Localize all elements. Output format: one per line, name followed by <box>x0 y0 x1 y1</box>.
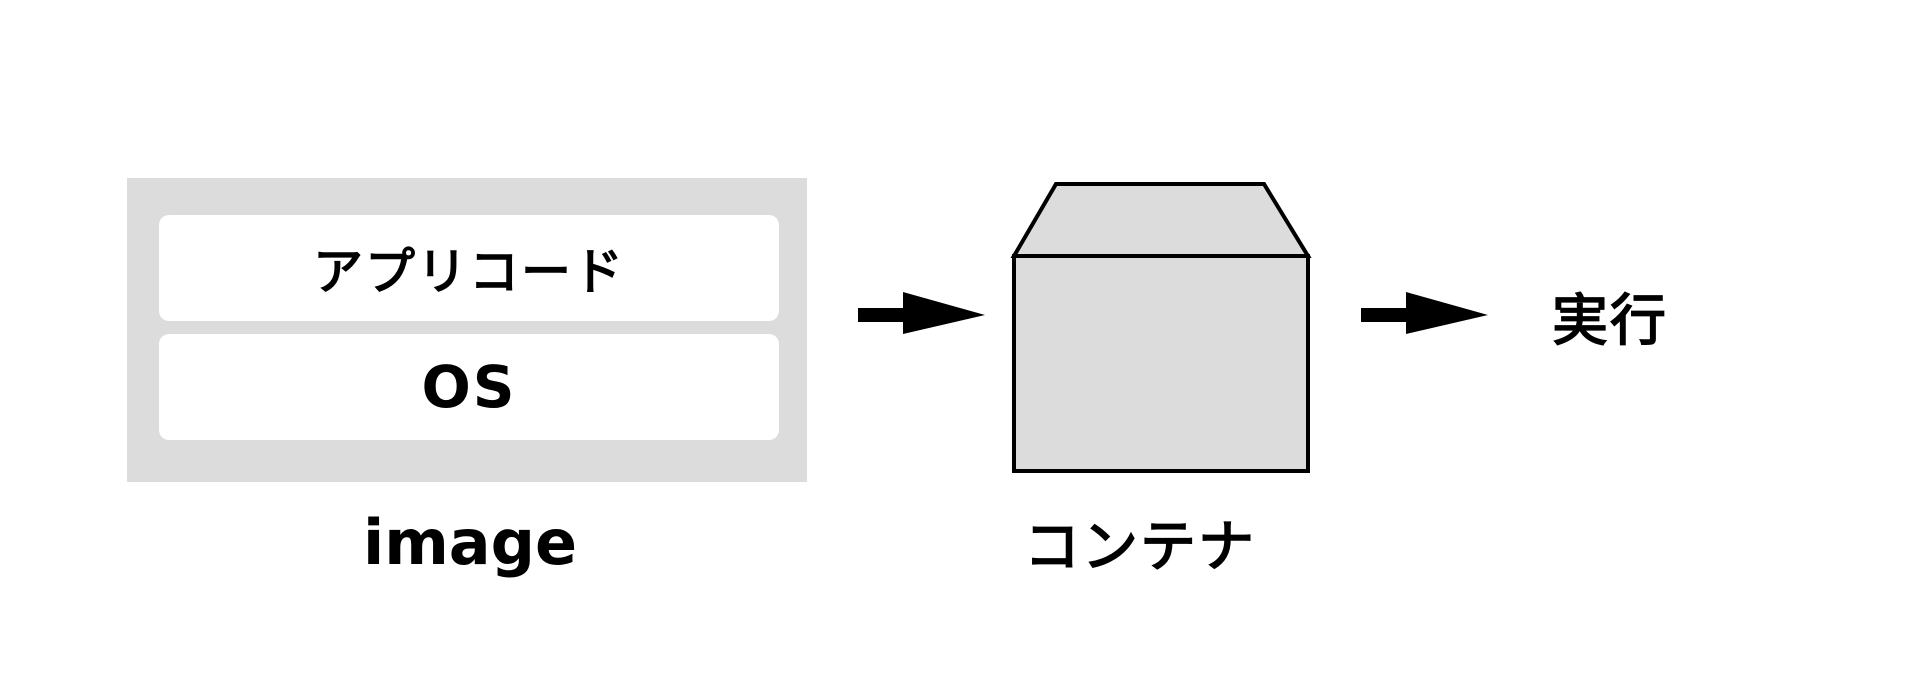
container-box-icon <box>1010 182 1312 473</box>
container-caption: コンテナ <box>1024 515 1256 580</box>
arrow-container-to-run <box>1361 292 1488 334</box>
run-caption: 実行 <box>1552 289 1668 354</box>
image-caption: image <box>362 506 578 579</box>
arrow-image-to-container <box>858 292 985 334</box>
docker-image-block: アプリコード OS <box>127 178 807 482</box>
app-code-label: アプリコード <box>313 243 625 301</box>
os-label: OS <box>421 353 517 421</box>
os-layer: OS <box>159 334 779 440</box>
app-code-layer: アプリコード <box>159 215 779 321</box>
